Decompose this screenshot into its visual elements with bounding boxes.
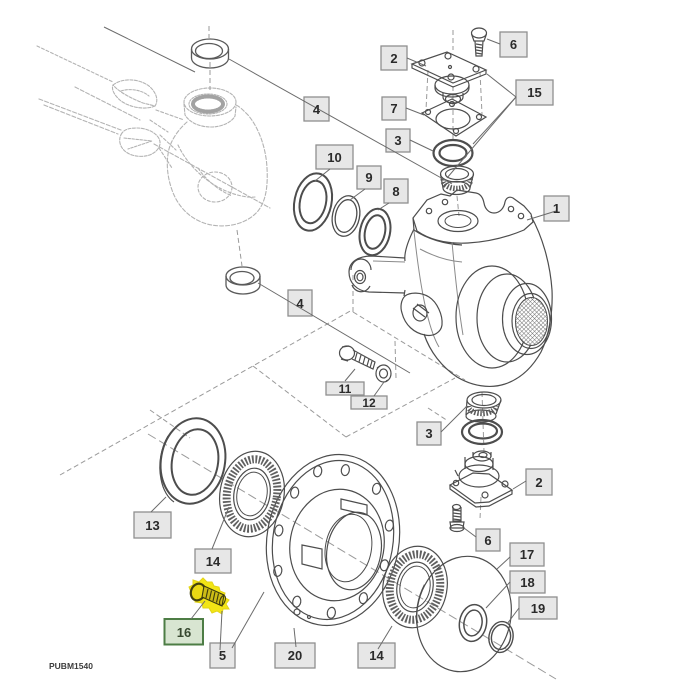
svg-text:12: 12 (362, 396, 376, 410)
svg-text:19: 19 (531, 601, 545, 616)
svg-text:2: 2 (390, 51, 397, 66)
svg-text:2: 2 (535, 475, 542, 490)
svg-text:7: 7 (390, 101, 397, 116)
svg-text:6: 6 (510, 37, 517, 52)
svg-text:9: 9 (365, 170, 372, 185)
svg-text:18: 18 (520, 575, 534, 590)
svg-text:11: 11 (339, 382, 352, 396)
svg-text:1: 1 (553, 201, 560, 216)
svg-text:3: 3 (394, 133, 401, 148)
svg-text:14: 14 (206, 554, 221, 569)
svg-text:15: 15 (527, 85, 541, 100)
svg-text:6: 6 (484, 533, 491, 548)
svg-text:3: 3 (425, 426, 432, 441)
svg-text:17: 17 (520, 547, 534, 562)
svg-text:16: 16 (177, 625, 191, 640)
svg-text:13: 13 (145, 518, 159, 533)
svg-text:PUBM1540: PUBM1540 (49, 661, 93, 671)
svg-text:20: 20 (288, 648, 302, 663)
svg-text:4: 4 (313, 102, 321, 117)
svg-text:8: 8 (392, 184, 399, 199)
svg-text:10: 10 (327, 150, 341, 165)
svg-text:14: 14 (369, 648, 384, 663)
svg-text:5: 5 (219, 648, 226, 663)
svg-text:4: 4 (296, 296, 304, 311)
